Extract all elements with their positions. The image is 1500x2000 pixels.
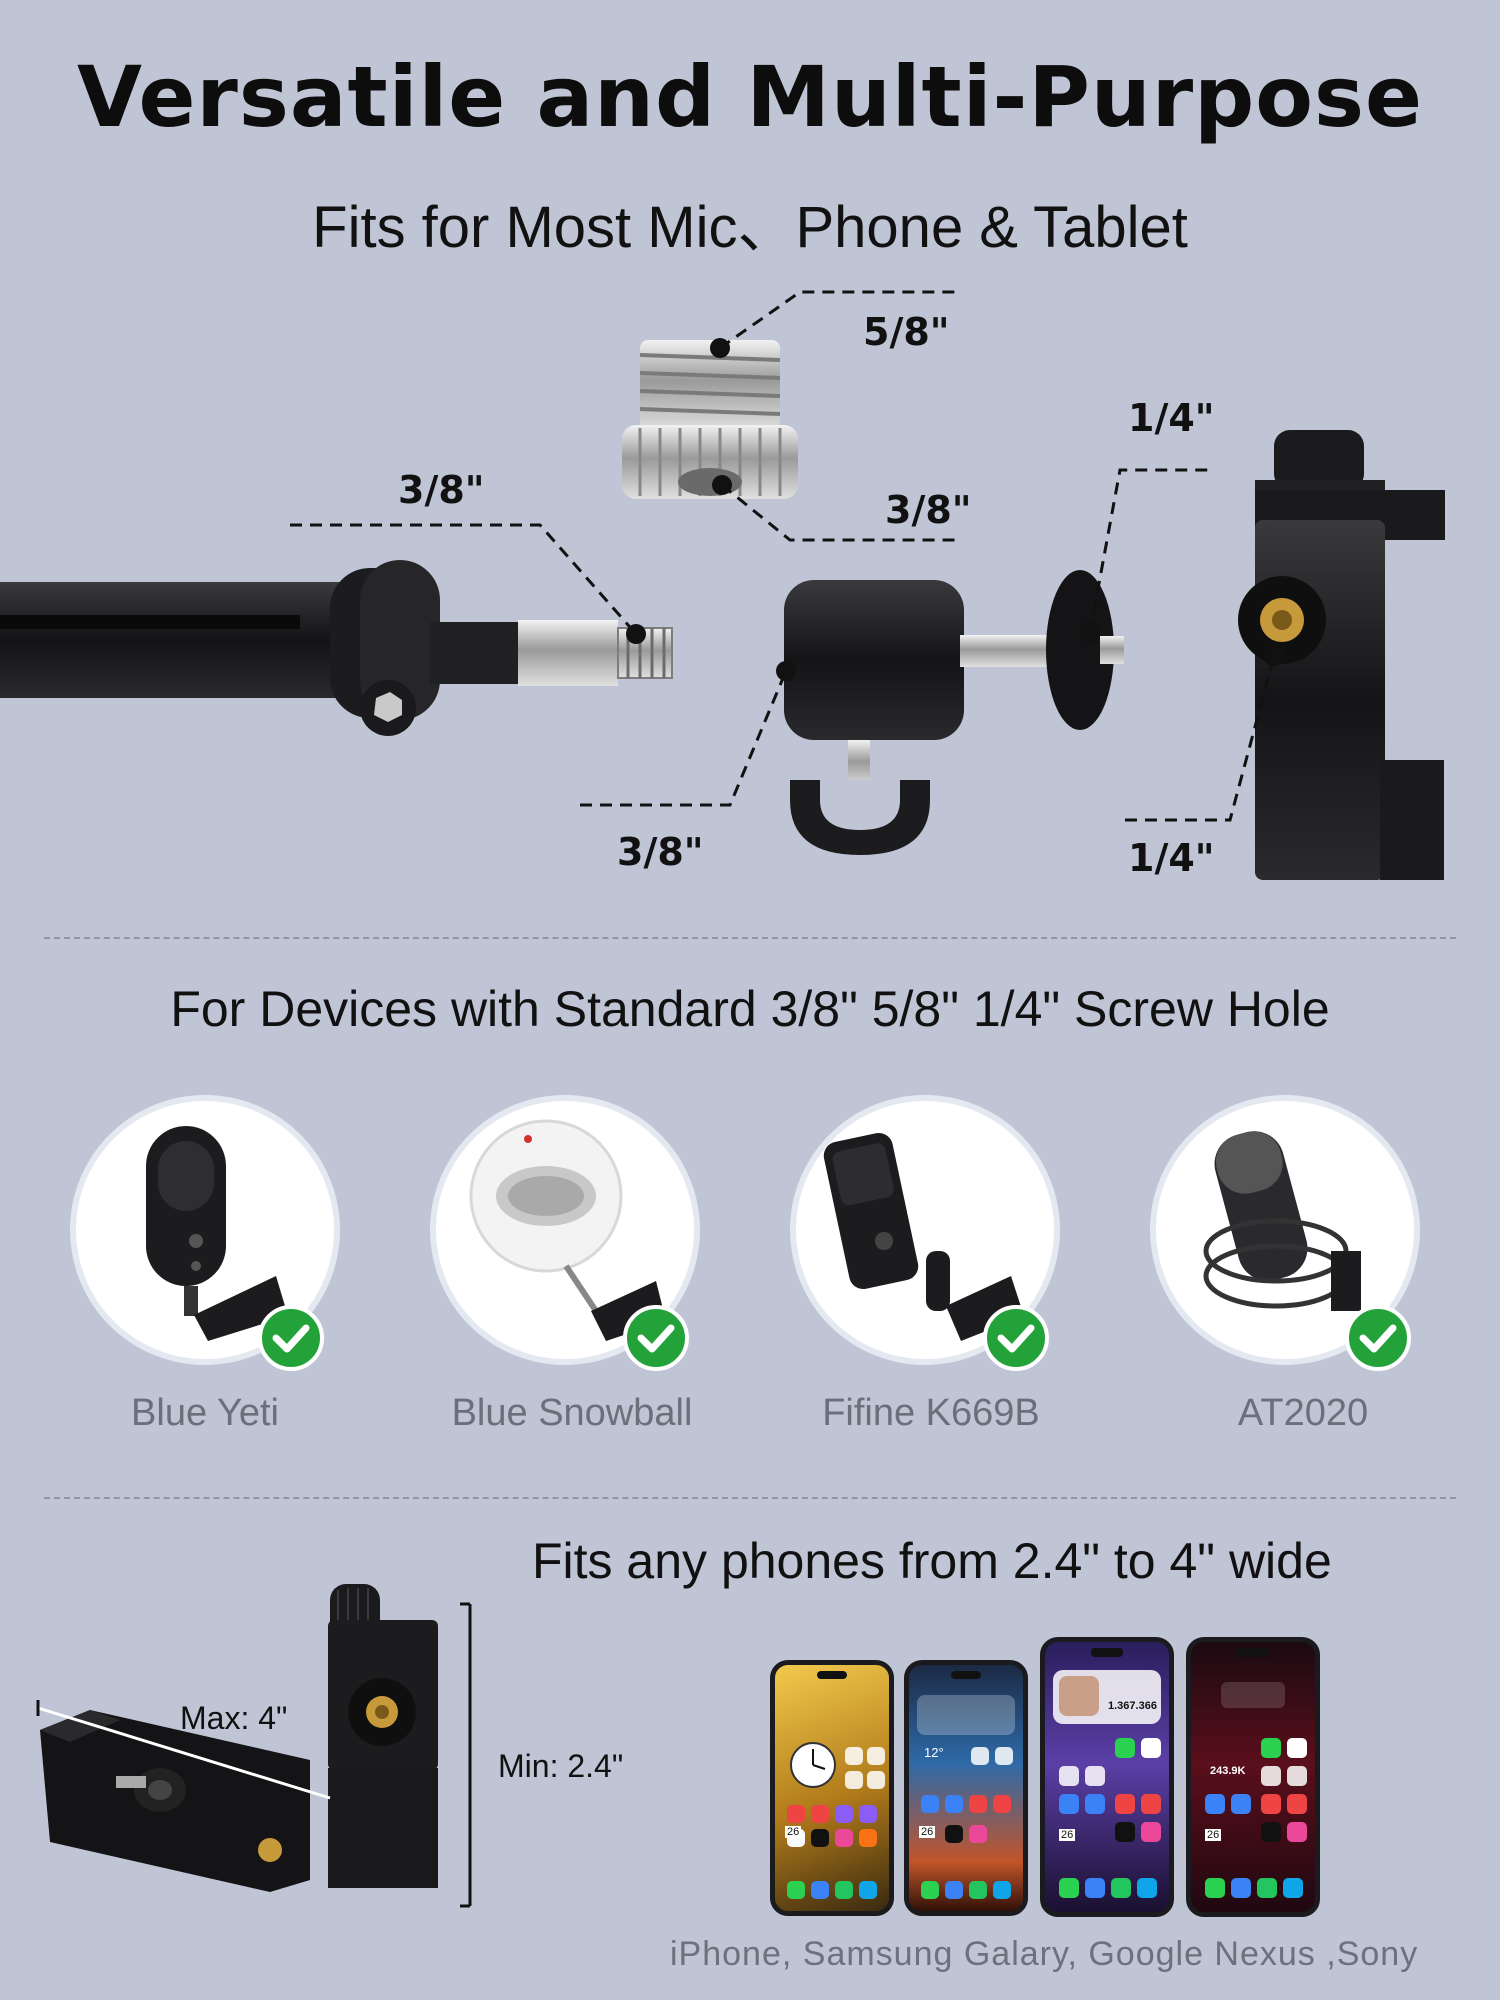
calendar-date: 26	[785, 1826, 802, 1838]
phone-clip-mount	[1238, 430, 1445, 880]
check-icon	[258, 1305, 324, 1371]
check-icon	[1345, 1305, 1411, 1371]
phone-mockup-gold	[770, 1660, 894, 1916]
page-title: Versatile and Multi-Purpose	[77, 48, 1423, 146]
phone-mockup-blue	[904, 1660, 1028, 1916]
dimension-dots	[626, 338, 1284, 681]
section-divider	[44, 1497, 1456, 1499]
boom-arm-end	[0, 560, 673, 736]
mic-circle-blue-yeti	[70, 1095, 340, 1365]
follower-count: 243.9K	[1210, 1765, 1246, 1777]
adapter-illustration	[0, 290, 1445, 880]
at2020-image	[1203, 1131, 1361, 1311]
label-ball-head-top: 1/4"	[1128, 396, 1215, 440]
phone-mockup-purple	[1040, 1637, 1174, 1917]
compatible-phones-caption: iPhone, Samsung Galary, Google Nexus ,So…	[670, 1935, 1419, 1973]
weather-temp: 12°	[924, 1745, 944, 1760]
mic-label-fifine-k669b: Fifine K669B	[822, 1392, 1040, 1434]
mic-label-blue-snowball: Blue Snowball	[451, 1392, 693, 1434]
mic-circle-at2020	[1150, 1095, 1420, 1365]
screw-adapter	[622, 340, 798, 499]
ball-head-mount	[784, 570, 1124, 855]
phone-mockup-red	[1186, 1637, 1320, 1917]
section-divider	[44, 937, 1456, 939]
devices-title: For Devices with Standard 3/8" 5/8" 1/4"…	[170, 981, 1330, 1037]
dimension-leaders	[290, 290, 1276, 822]
label-adapter-top: 5/8"	[863, 310, 950, 354]
calendar-date: 26	[1205, 1829, 1222, 1841]
mic-label-blue-yeti: Blue Yeti	[131, 1392, 279, 1434]
mic-label-at2020: AT2020	[1237, 1392, 1369, 1434]
check-icon	[983, 1305, 1049, 1371]
page-subtitle: Fits for Most Mic、Phone & Tablet	[312, 195, 1188, 260]
calendar-date: 26	[1059, 1829, 1076, 1841]
label-adapter-bottom: 3/8"	[885, 488, 972, 532]
min-width-label: Min: 2.4"	[498, 1748, 624, 1784]
subscriber-count: 1.367.366	[1108, 1700, 1157, 1712]
label-arm-screw: 3/8"	[398, 468, 485, 512]
check-icon	[623, 1305, 689, 1371]
label-ball-head-bottom: 3/8"	[617, 830, 704, 874]
blue-yeti-image	[146, 1126, 288, 1341]
phones-title: Fits any phones from 2.4" to 4" wide	[532, 1533, 1332, 1589]
fifine-k669b-image	[823, 1132, 1024, 1341]
label-clip-mount: 1/4"	[1128, 836, 1215, 880]
phone-clip-drawing	[36, 1584, 472, 1908]
calendar-date: 26	[919, 1826, 936, 1838]
max-width-label: Max: 4"	[180, 1700, 288, 1736]
